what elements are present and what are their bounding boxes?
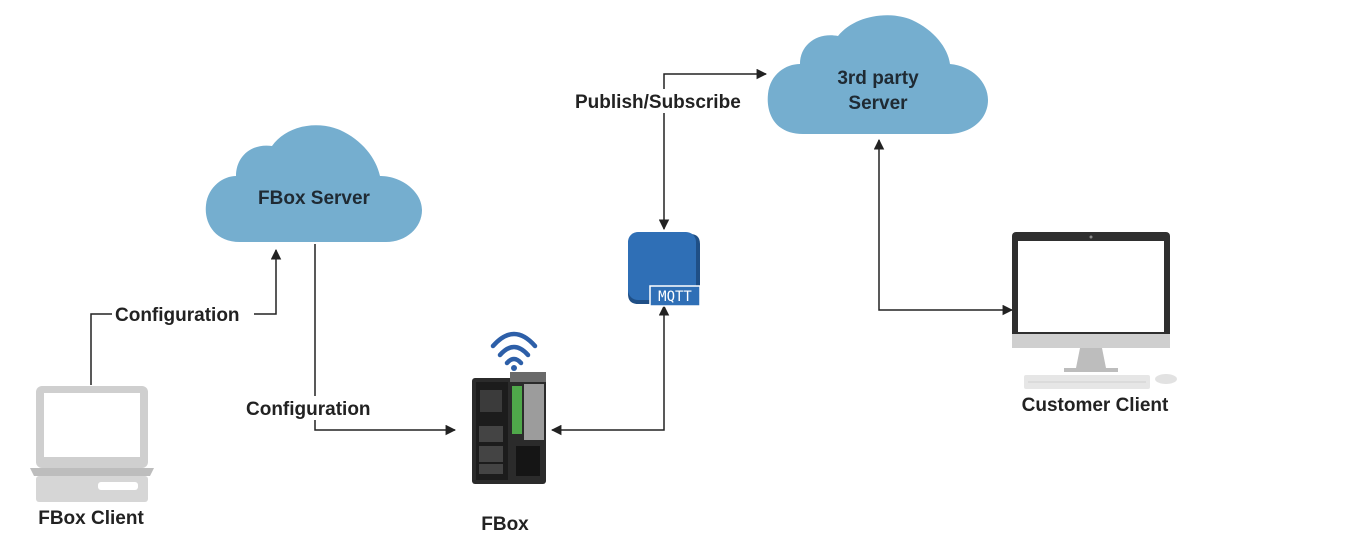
- third-party-server-label-line2: Server: [848, 93, 908, 114]
- mqtt-label: MQTT: [658, 289, 692, 305]
- keyboard-icon: [1024, 375, 1150, 389]
- fbox-label: FBox: [481, 514, 529, 535]
- fbox-client-label: FBox Client: [38, 508, 144, 529]
- fbox-server-cloud-icon: FBox Server: [205, 125, 422, 242]
- edge-label-mqtt-to-third-party: Publish/Subscribe: [575, 92, 741, 113]
- edge-label-client-to-server: Configuration: [115, 305, 240, 326]
- third-party-server-label-line1: 3rd party: [837, 68, 919, 89]
- wifi-icon: [490, 331, 538, 366]
- customer-client-label: Customer Client: [1022, 395, 1169, 416]
- fbox-server-label: FBox Server: [258, 188, 371, 209]
- fbox-client-laptop-icon: FBox Client: [30, 386, 154, 529]
- edge-third-party-customer: [873, 138, 1014, 316]
- third-party-server-cloud-icon: 3rd party Server: [767, 15, 988, 135]
- mouse-icon: [1155, 374, 1177, 384]
- customer-client-monitor-icon: Customer Client: [1012, 232, 1177, 416]
- edge-server-to-fbox: [314, 244, 457, 436]
- edge-mqtt-third-party: [658, 68, 768, 231]
- edge-label-server-to-fbox: Configuration: [246, 399, 371, 420]
- edge-fbox-mqtt: [550, 304, 670, 436]
- mqtt-icon: MQTT: [628, 232, 701, 307]
- fbox-device-icon: FBox: [472, 331, 546, 535]
